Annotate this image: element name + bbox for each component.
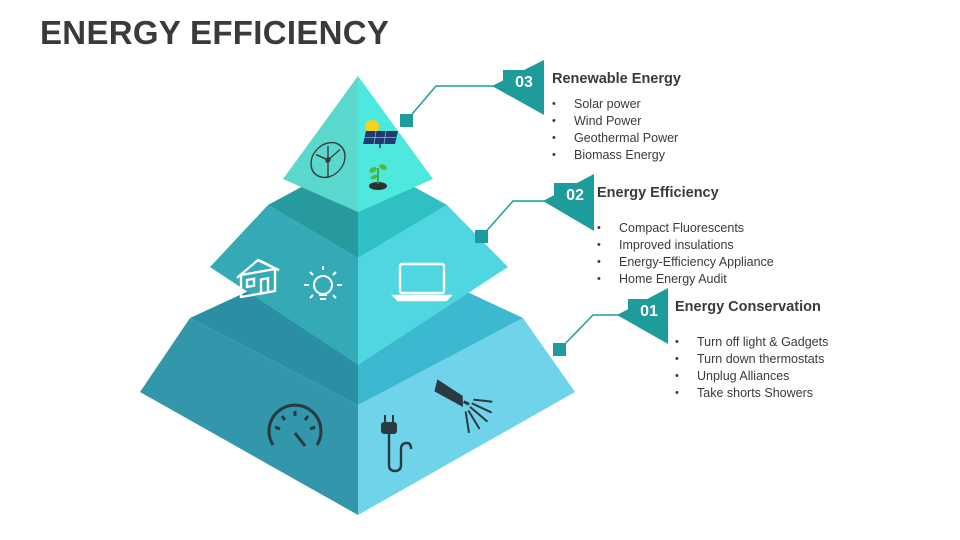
light-bulb-icon xyxy=(304,266,342,300)
bullet-list-energy-efficiency: Compact Fluorescents Improved insulation… xyxy=(597,220,887,288)
bullet-list-renewable-energy: Solar power Wind Power Geothermal Power … xyxy=(552,96,842,164)
tab-01: 01 xyxy=(617,288,668,344)
bottom-tier-left-face xyxy=(140,318,358,515)
middle-tier-left-face xyxy=(210,205,358,365)
page-title: ENERGY EFFICIENCY xyxy=(40,14,390,51)
connector-tier-03 xyxy=(400,85,500,127)
tab-number-01: 01 xyxy=(640,303,658,320)
list-item: Take shorts Showers xyxy=(675,385,960,402)
list-item: Turn down thermostats xyxy=(675,351,960,368)
speedometer-icon xyxy=(267,403,323,447)
heading-renewable-energy: Renewable Energy xyxy=(552,71,681,87)
connector-tier-01 xyxy=(553,314,622,356)
list-item: Wind Power xyxy=(552,113,842,130)
list-item: Improved insulations xyxy=(597,237,887,254)
text-block-renewable-energy: Renewable Energy Solar power Wind Power … xyxy=(552,71,842,164)
middle-tier-right-face xyxy=(358,205,508,365)
tab-03: 03 xyxy=(492,60,544,115)
list-item: Compact Fluorescents xyxy=(597,220,887,237)
list-item: Turn off light & Gadgets xyxy=(675,334,960,351)
electric-plug-icon xyxy=(381,415,413,473)
tab-number-02: 02 xyxy=(566,187,584,204)
list-item: Energy-Efficiency Appliance xyxy=(597,254,887,271)
plant-sprout-icon xyxy=(369,164,387,190)
laptop-icon xyxy=(391,262,453,302)
text-block-energy-efficiency: Energy Efficiency Compact Fluorescents I… xyxy=(597,185,887,288)
shower-head-icon xyxy=(434,379,493,434)
tab-02: 02 xyxy=(543,174,594,231)
list-item: Solar power xyxy=(552,96,842,113)
pyramid-tier-middle xyxy=(210,178,508,365)
wind-turbine-icon xyxy=(310,141,346,179)
bottom-tier-top-right xyxy=(358,282,523,405)
top-tier-right-face xyxy=(358,76,433,212)
bottom-tier-top-left xyxy=(190,282,358,405)
solar-panel-icon xyxy=(363,120,398,148)
connector-tier-02 xyxy=(475,200,546,243)
heading-energy-conservation: Energy Conservation xyxy=(675,299,821,315)
tab-number-03: 03 xyxy=(515,74,533,91)
list-item: Geothermal Power xyxy=(552,130,842,147)
text-block-energy-conservation: Energy Conservation Turn off light & Gad… xyxy=(675,299,960,402)
bullet-list-energy-conservation: Turn off light & Gadgets Turn down therm… xyxy=(675,334,960,402)
house-icon xyxy=(236,258,280,299)
list-item: Home Energy Audit xyxy=(597,271,887,288)
heading-energy-efficiency: Energy Efficiency xyxy=(597,185,719,201)
list-item: Biomass Energy xyxy=(552,147,842,164)
top-tier-left-face xyxy=(283,76,358,212)
list-item: Unplug Alliances xyxy=(675,368,960,385)
pyramid-tier-top xyxy=(283,76,433,212)
